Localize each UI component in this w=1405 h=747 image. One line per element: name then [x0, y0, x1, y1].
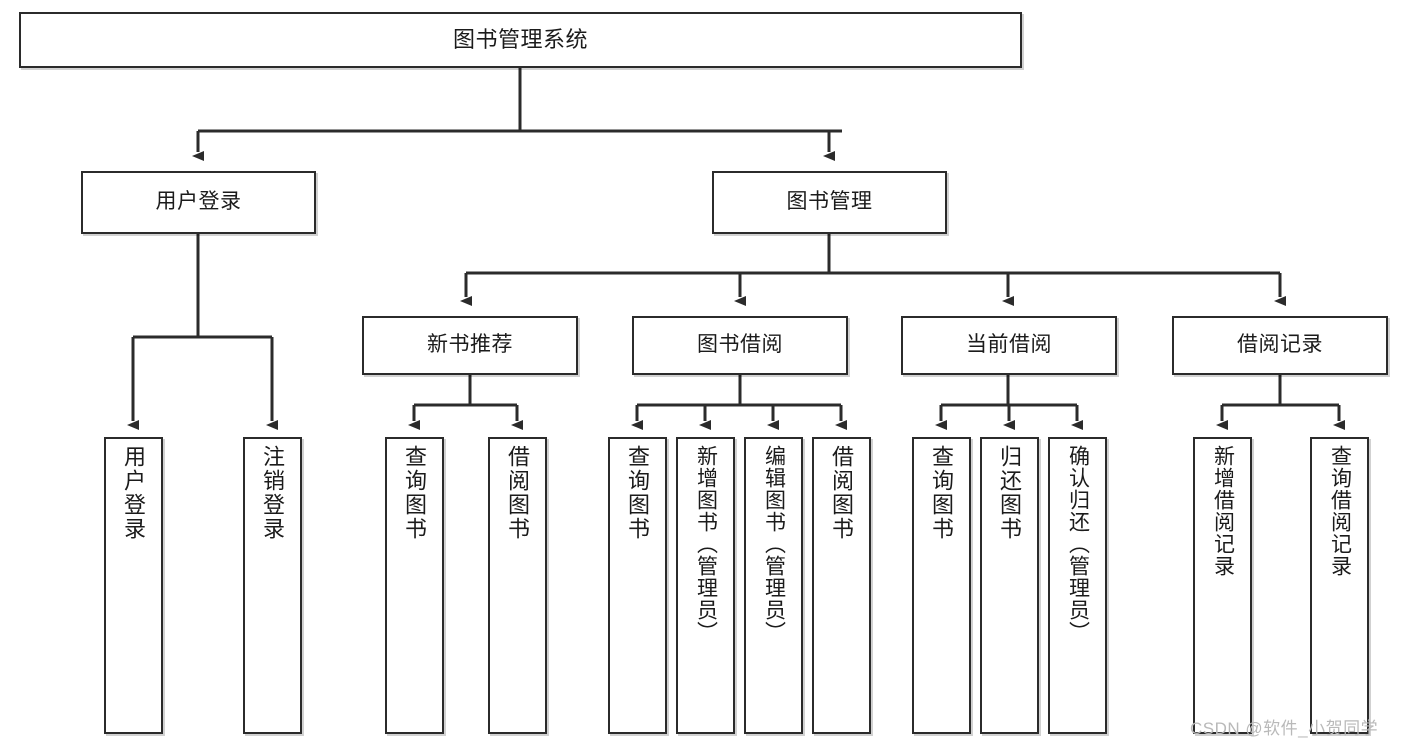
node-root-system[interactable]: 图书管理系统 — [19, 12, 1022, 68]
csdn-watermark: CSDN @软件_小贺同学 — [1190, 719, 1379, 738]
node-label: 借阅图书 — [829, 445, 855, 541]
node-label: 查询图书 — [625, 445, 651, 541]
node-label: 图书借阅 — [697, 333, 783, 357]
node-borrow-record[interactable]: 借阅记录 — [1172, 316, 1388, 375]
leaf-record-add-borrow-record[interactable]: 新增借阅记录 — [1193, 437, 1252, 734]
node-label: 借阅记录 — [1237, 333, 1323, 357]
node-user-login[interactable]: 用户登录 — [81, 171, 316, 234]
node-label: 注销登录 — [260, 445, 286, 541]
node-book-borrow[interactable]: 图书借阅 — [632, 316, 848, 375]
leaf-current-query-book[interactable]: 查询图书 — [912, 437, 971, 734]
node-label: 查询图书 — [929, 445, 955, 541]
node-label: 用户登录 — [121, 445, 147, 541]
node-label: 当前借阅 — [966, 333, 1052, 357]
node-book-management[interactable]: 图书管理 — [712, 171, 947, 234]
leaf-current-return-book[interactable]: 归还图书 — [980, 437, 1039, 734]
node-label: 确认归还（管理员） — [1066, 445, 1090, 643]
node-label: 查询借阅记录 — [1328, 445, 1352, 577]
node-label: 编辑图书（管理员） — [762, 445, 786, 643]
leaf-borrow-edit-book-admin[interactable]: 编辑图书（管理员） — [744, 437, 803, 734]
node-new-book-recommend[interactable]: 新书推荐 — [362, 316, 578, 375]
node-label: 新增借阅记录 — [1211, 445, 1235, 577]
leaf-current-confirm-return-admin[interactable]: 确认归还（管理员） — [1048, 437, 1107, 734]
leaf-borrow-query-book[interactable]: 查询图书 — [608, 437, 667, 734]
node-label: 图书管理系统 — [452, 27, 588, 53]
leaf-record-query-borrow-record[interactable]: 查询借阅记录 — [1310, 437, 1369, 734]
leaf-recommend-query-book[interactable]: 查询图书 — [385, 437, 444, 734]
node-label: 用户登录 — [155, 190, 242, 214]
leaf-user-login[interactable]: 用户登录 — [104, 437, 163, 734]
node-label: 查询图书 — [402, 445, 428, 541]
leaf-recommend-borrow-book[interactable]: 借阅图书 — [488, 437, 547, 734]
node-current-borrow[interactable]: 当前借阅 — [901, 316, 1117, 375]
leaf-borrow-borrow-book[interactable]: 借阅图书 — [812, 437, 871, 734]
leaf-user-logout[interactable]: 注销登录 — [243, 437, 302, 734]
node-label: 归还图书 — [997, 445, 1023, 541]
node-label: 新增图书（管理员） — [694, 445, 718, 643]
node-label: 新书推荐 — [427, 333, 513, 357]
node-label: 图书管理 — [786, 190, 873, 214]
leaf-borrow-add-book-admin[interactable]: 新增图书（管理员） — [676, 437, 735, 734]
node-label: 借阅图书 — [505, 445, 531, 541]
